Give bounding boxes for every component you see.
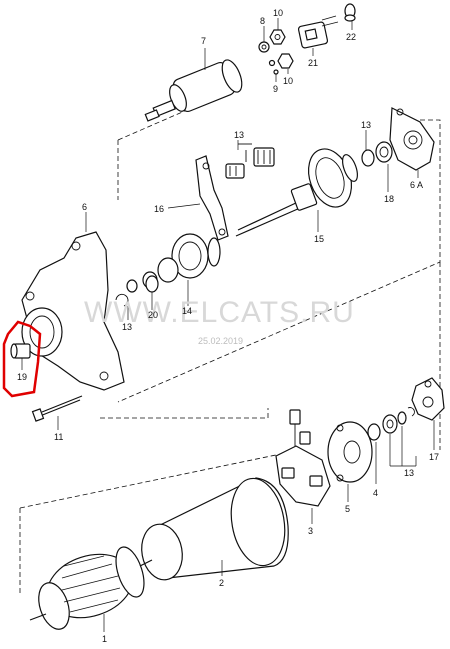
callout-19: 19 — [17, 372, 27, 382]
nuts-washers-8-9-10 — [258, 18, 294, 82]
callout-2: 2 — [219, 578, 224, 588]
callout-14: 14 — [182, 306, 192, 316]
bush-19 — [2, 320, 42, 398]
highlight-outline-19 — [2, 320, 42, 398]
callout-20: 20 — [148, 310, 158, 320]
callout-labels: 1 2 3 4 5 6 6 A 7 8 9 10 10 11 13 13 13 … — [17, 8, 439, 644]
watermark-text: WWW.ELCATS.RU — [84, 296, 355, 329]
callout-13-circlip: 13 — [122, 322, 132, 332]
brush-holder-parts-13-top — [225, 140, 275, 179]
callout-22: 22 — [346, 32, 356, 42]
drive-end-housing-6 — [21, 212, 125, 391]
yoke-housing-2 — [141, 477, 289, 581]
callout-3: 3 — [308, 526, 313, 536]
watermark-date: 25.02.2019 — [198, 336, 243, 346]
shift-fork-16 — [167, 155, 229, 241]
callout-7: 7 — [201, 36, 206, 46]
bushing-washers-4-13 — [367, 407, 417, 484]
gear-shaft-15 — [235, 148, 358, 237]
callout-13-brush: 13 — [234, 130, 244, 140]
callout-21: 21 — [308, 58, 318, 68]
callout-13-bushing: 13 — [361, 120, 371, 130]
callout-15: 15 — [314, 234, 324, 244]
bolt-11 — [31, 395, 83, 430]
callout-6a: 6 A — [410, 180, 423, 190]
callout-10-bottom: 10 — [283, 76, 293, 86]
callout-1: 1 — [102, 634, 107, 644]
bushing-cover-13-18-6a — [361, 107, 435, 192]
callout-16: 16 — [154, 204, 164, 214]
callout-9: 9 — [273, 84, 278, 94]
callout-6: 6 — [82, 202, 87, 212]
callout-8: 8 — [260, 16, 265, 26]
armature-1 — [29, 546, 153, 632]
solenoid-part-7 — [144, 48, 243, 122]
end-plate-5 — [327, 421, 373, 502]
callout-10-top: 10 — [273, 8, 283, 18]
callout-17: 17 — [429, 452, 439, 462]
watermark: WWW.ELCATS.RU 25.02.2019 — [84, 296, 355, 346]
callout-4: 4 — [373, 488, 378, 498]
brush-plate-3 — [275, 409, 331, 524]
callout-13-washers: 13 — [404, 468, 414, 478]
washer-circlip-20-13 — [115, 275, 159, 320]
callout-5: 5 — [345, 504, 350, 514]
callout-18: 18 — [384, 194, 394, 204]
terminal-plug-21-22 — [297, 3, 356, 56]
end-cap-17 — [411, 377, 445, 450]
callout-11: 11 — [54, 432, 63, 442]
